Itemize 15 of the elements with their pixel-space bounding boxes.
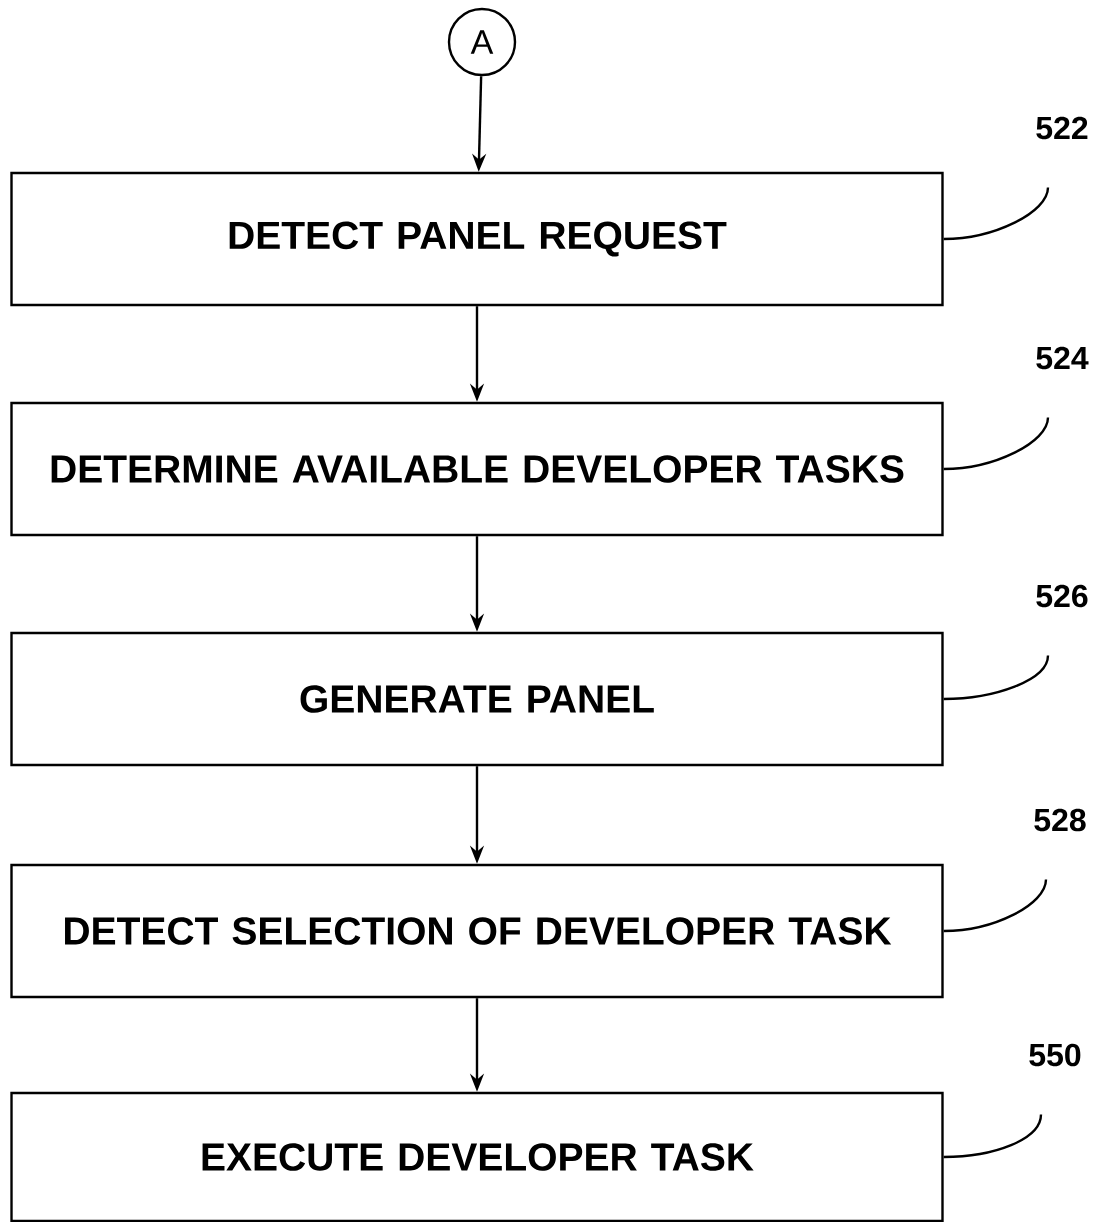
leader-line: [943, 879, 1048, 933]
reference-number: 524: [1036, 346, 1089, 370]
leader-line: [943, 187, 1050, 241]
leader-line: [943, 655, 1050, 701]
leader-line: [943, 1114, 1043, 1159]
process-box: DETECT SELECTION OF DEVELOPER TASK: [10, 863, 944, 999]
process-box: DETECT PANEL REQUEST: [10, 171, 944, 307]
process-box: EXECUTE DEVELOPER TASK: [10, 1091, 944, 1222]
reference-number: 526: [1036, 584, 1088, 608]
reference-number: 522: [1036, 116, 1088, 140]
process-box: GENERATE PANEL: [10, 631, 944, 767]
reference-number: 550: [1029, 1043, 1081, 1067]
reference-number: 528: [1034, 808, 1086, 832]
process-box: DETERMINE AVAILABLE DEVELOPER TASKS: [10, 401, 944, 537]
leader-line: [943, 417, 1050, 471]
